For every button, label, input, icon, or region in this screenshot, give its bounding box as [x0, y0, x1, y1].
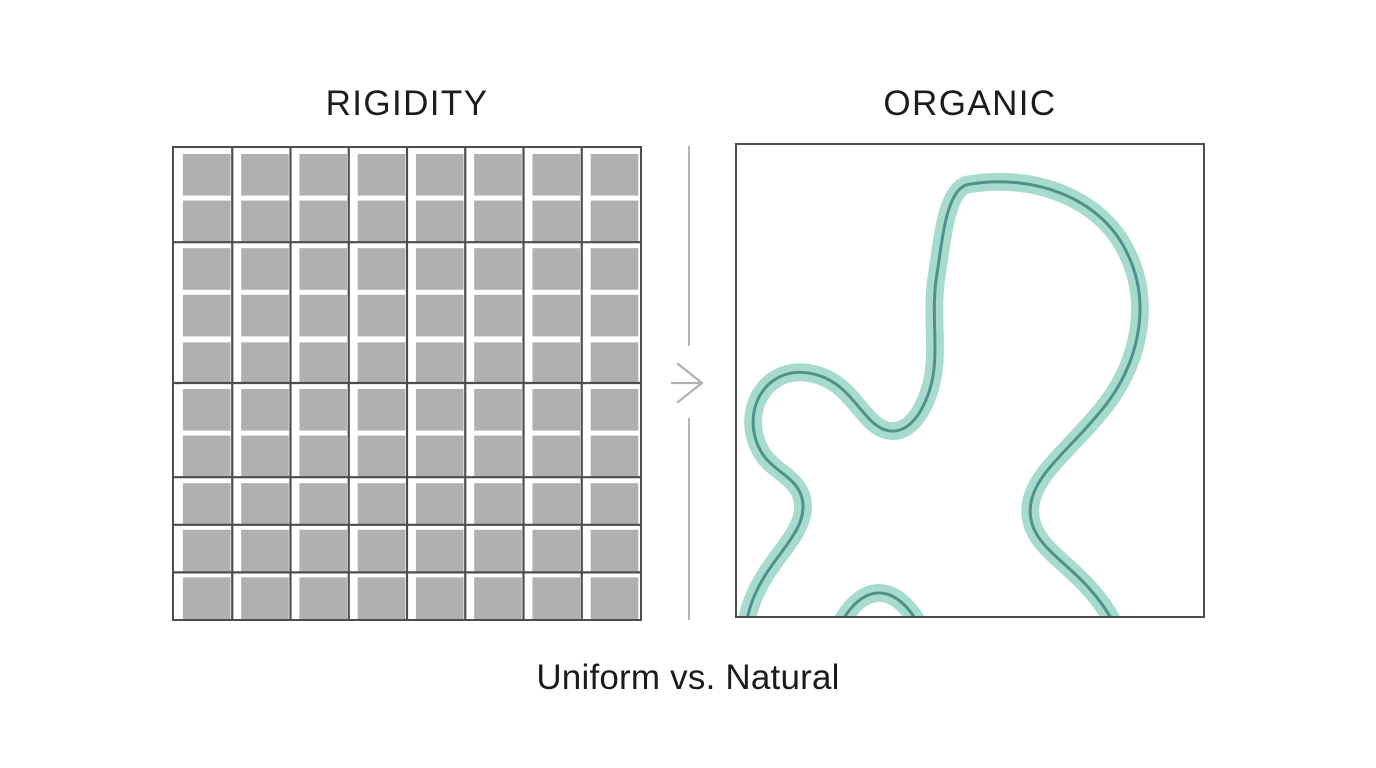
grid-tile	[357, 294, 406, 337]
grid-tile	[590, 435, 639, 478]
grid-tile	[357, 200, 406, 243]
grid-tile	[241, 294, 289, 337]
grid-tile	[590, 483, 639, 525]
grid-tile	[532, 200, 581, 243]
grid-tile	[415, 577, 464, 619]
grid-tile	[532, 435, 581, 478]
rigidity-grid-panel	[172, 146, 642, 621]
grid-tile	[299, 529, 348, 572]
organic-blob-svg	[738, 172, 1149, 616]
grid-tile	[182, 342, 231, 384]
blob-outline-stroke	[746, 180, 1142, 616]
grid-tile	[532, 248, 581, 290]
grid-tile	[241, 435, 289, 478]
grid-tile	[299, 248, 348, 290]
grid-tile	[474, 248, 522, 290]
grid-tile	[241, 388, 289, 431]
grid-tile	[182, 435, 231, 478]
grid-tile	[474, 153, 522, 196]
grid-tile	[532, 342, 581, 384]
grid-tile	[532, 529, 581, 572]
grid-tile	[182, 529, 231, 572]
grid-tile	[415, 294, 464, 337]
grid-tile	[415, 529, 464, 572]
grid-tile	[299, 153, 348, 196]
grid-tile	[474, 294, 522, 337]
grid-tile	[590, 577, 639, 619]
grid-tile	[474, 388, 522, 431]
grid-tile	[241, 153, 289, 196]
grid-tile	[415, 248, 464, 290]
grid-tile	[357, 342, 406, 384]
grid-tile	[299, 483, 348, 525]
left-panel-title: RIGIDITY	[325, 84, 489, 123]
grid-tile	[532, 577, 581, 619]
grid-tile	[474, 529, 522, 572]
grid-tile-group	[182, 153, 639, 619]
grid-tile	[532, 483, 581, 525]
grid-tile	[474, 577, 522, 619]
grid-tile	[299, 435, 348, 478]
grid-tile	[241, 342, 289, 384]
grid-tile	[474, 483, 522, 525]
grid-tile	[299, 342, 348, 384]
grid-tile	[474, 200, 522, 243]
grid-tile	[182, 388, 231, 431]
organic-blob-panel	[735, 143, 1205, 618]
grid-tile	[357, 248, 406, 290]
grid-tile	[415, 200, 464, 243]
grid-tile	[299, 200, 348, 243]
divider-line-top	[688, 146, 690, 346]
grid-tile	[241, 483, 289, 525]
grid-tile	[299, 388, 348, 431]
grid-tile	[415, 388, 464, 431]
grid-tile	[532, 388, 581, 431]
grid-tile	[182, 483, 231, 525]
grid-tile	[532, 153, 581, 196]
grid-line-group	[174, 148, 640, 619]
grid-tile	[241, 200, 289, 243]
grid-tile	[299, 577, 348, 619]
right-panel-title: ORGANIC	[883, 84, 1057, 123]
blob-glow-stroke	[738, 172, 1149, 616]
grid-tile	[415, 153, 464, 196]
grid-tile	[415, 483, 464, 525]
grid-tile	[357, 153, 406, 196]
grid-tile	[590, 294, 639, 337]
grid-tile	[241, 577, 289, 619]
grid-tile	[357, 388, 406, 431]
grid-tile	[590, 248, 639, 290]
grid-tile	[415, 435, 464, 478]
grid-tile	[474, 342, 522, 384]
grid-tile	[357, 529, 406, 572]
grid-tile	[182, 577, 231, 619]
diagram-caption: Uniform vs. Natural	[536, 658, 840, 697]
chevron-right-icon	[668, 356, 712, 410]
grid-tile	[590, 153, 639, 196]
grid-tile	[357, 435, 406, 478]
grid-tile	[590, 200, 639, 243]
grid-tile	[182, 248, 231, 290]
grid-tile	[241, 248, 289, 290]
grid-tile	[590, 388, 639, 431]
grid-tile	[357, 577, 406, 619]
rigidity-grid-svg	[174, 148, 640, 619]
divider-line-bottom	[688, 418, 690, 620]
grid-tile	[590, 342, 639, 384]
grid-tile	[474, 435, 522, 478]
grid-tile	[241, 529, 289, 572]
grid-tile	[182, 294, 231, 337]
grid-tile	[182, 153, 231, 196]
grid-tile	[415, 342, 464, 384]
grid-tile	[532, 294, 581, 337]
grid-tile	[182, 200, 231, 243]
grid-tile	[357, 483, 406, 525]
grid-tile	[299, 294, 348, 337]
grid-tile	[590, 529, 639, 572]
